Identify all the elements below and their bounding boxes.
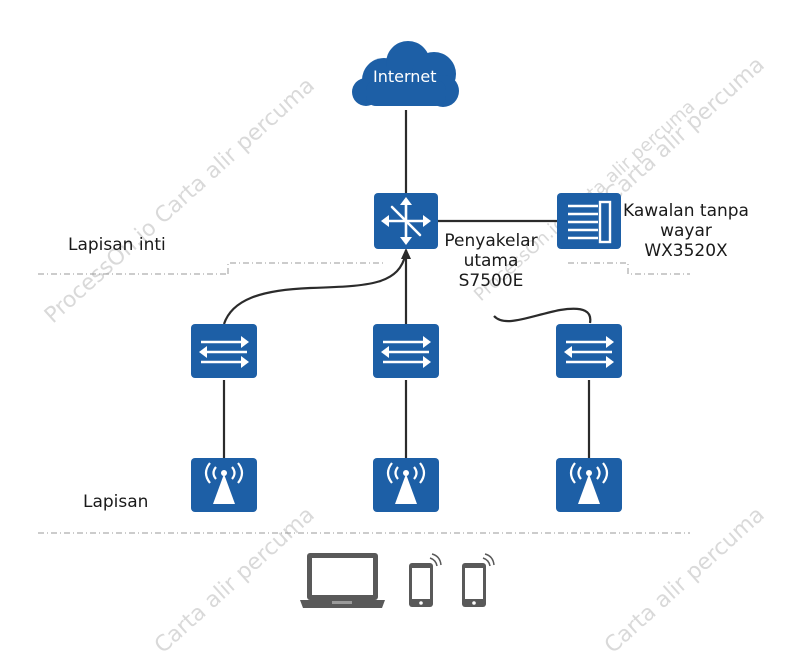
wireless-controller-label-line: Kawalan tanpa [623,201,749,221]
access-switch-icon [191,324,257,378]
core-switch-label-line: Penyakelar [444,231,538,251]
access-point-icon [556,458,622,512]
layer-separators [38,262,690,534]
wireless-controller-icon [557,193,621,249]
internet-cloud-icon [352,41,459,107]
internet-label: Internet [373,67,437,86]
wireless-controller-label-line: wayar [660,221,712,241]
core-switch-label-line: utama [463,251,519,271]
wireless-controller-label-line: WX3520X [644,241,728,261]
access-point-icon [191,458,257,512]
phone-icon [409,553,442,607]
wireless-controller-label: Kawalan tanpa wayar WX3520X [622,201,750,261]
access-layer-label: Lapisan [83,492,149,512]
arrow-head [401,248,411,259]
core-switch-label-line: S7500E [458,271,524,291]
laptop-icon [300,553,385,608]
connections [222,110,592,460]
core-switch-icon [374,193,438,249]
access-switch-icon [556,324,622,378]
phone-icon [462,553,495,607]
network-diagram [38,41,690,608]
access-switch-icon [373,324,439,378]
core-switch-label: Penyakelar utama S7500E [438,231,544,291]
access-point-icon [373,458,439,512]
core-layer-label: Lapisan inti [68,235,166,255]
